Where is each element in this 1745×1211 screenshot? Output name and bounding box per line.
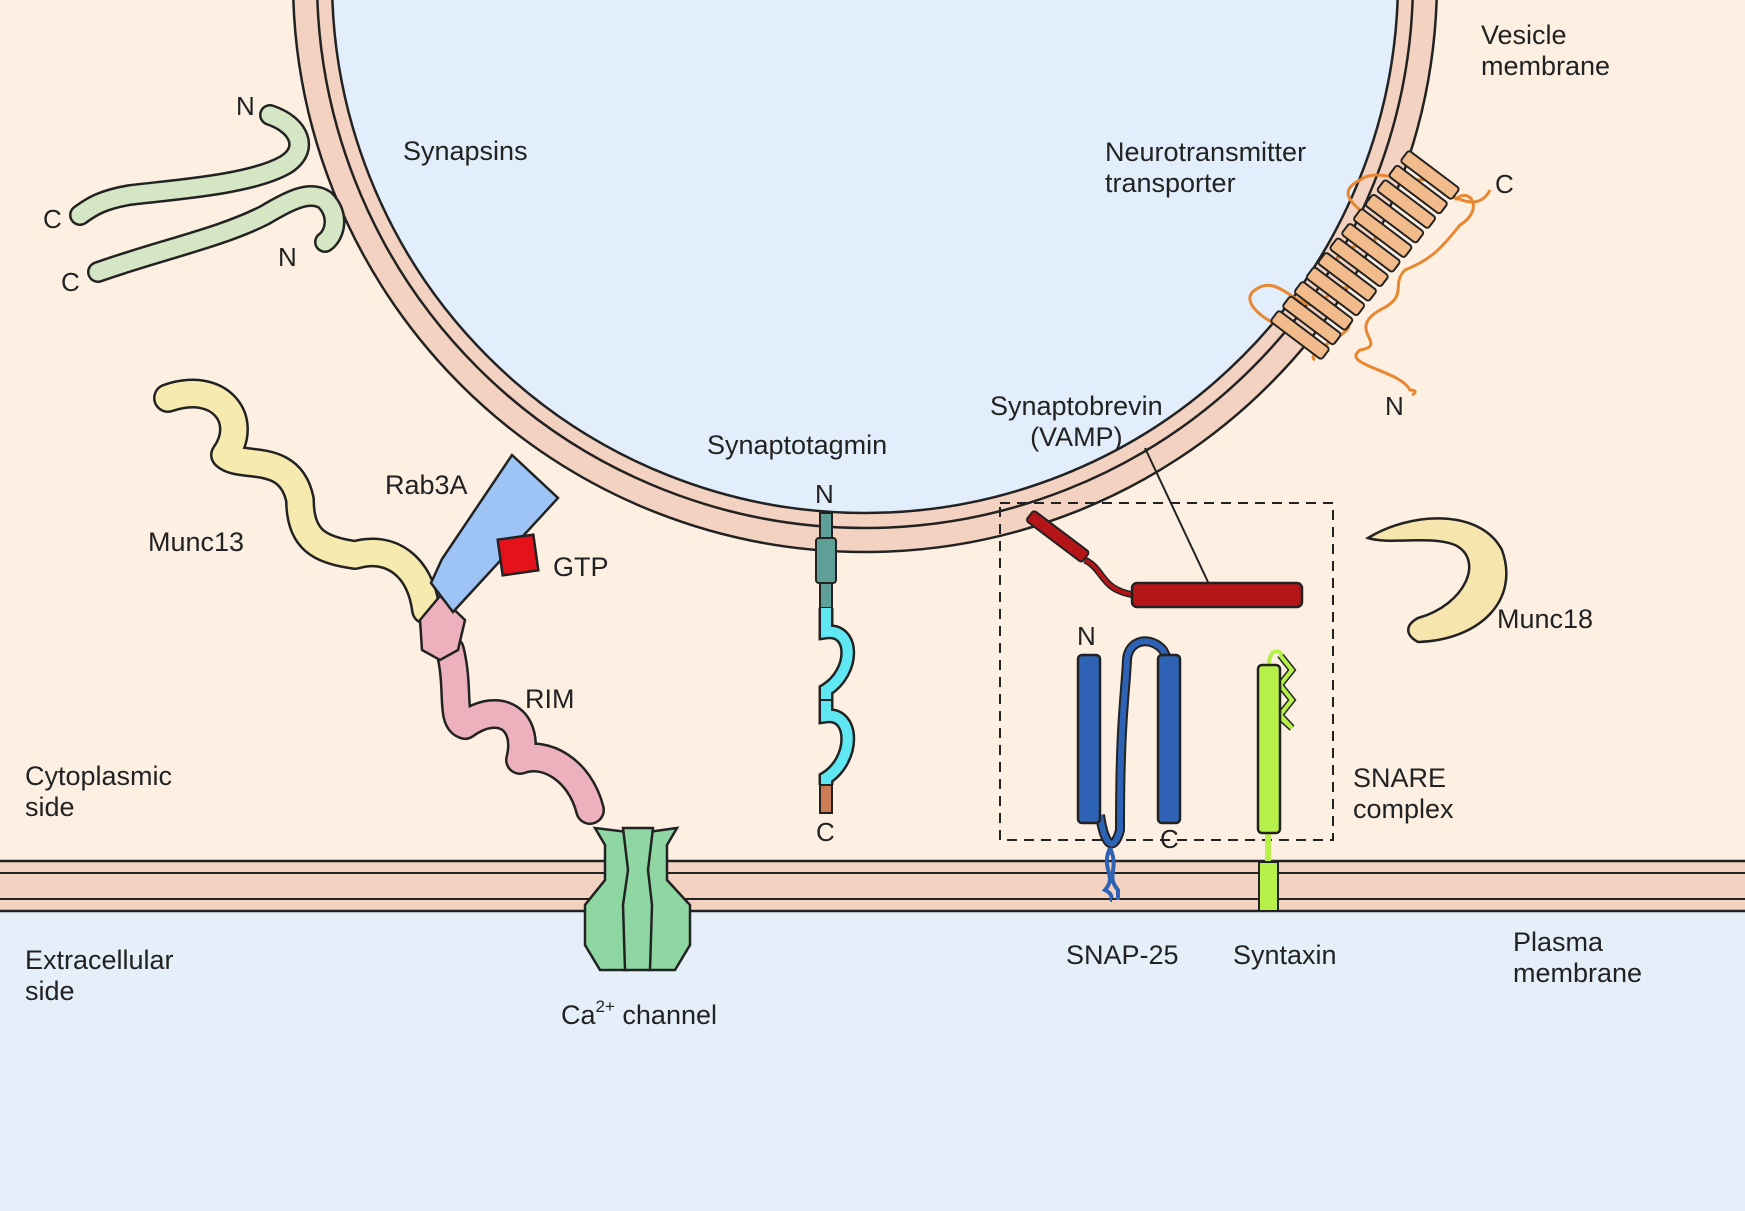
label-plasma-line2: membrane xyxy=(1513,958,1643,988)
terminus-synapsin-c2: C xyxy=(61,267,80,297)
terminus-transporter-c: C xyxy=(1495,169,1514,199)
transporter-helix xyxy=(1388,164,1448,215)
transporter-helix xyxy=(1376,179,1436,229)
label-munc13: Munc13 xyxy=(148,527,245,557)
transporter-helices xyxy=(1270,150,1460,360)
vesicle-lumen xyxy=(331,0,1399,515)
munc13-protein xyxy=(153,378,441,625)
label-snare-line2: complex xyxy=(1353,794,1454,824)
terminus-snap25-n: N xyxy=(1077,621,1096,651)
terminus-synapsin-n1: N xyxy=(236,91,255,121)
terminus-synaptotagmin-c: C xyxy=(816,817,835,847)
transporter-helix xyxy=(1341,223,1401,273)
transporter-helix xyxy=(1270,310,1330,360)
transporter-helix xyxy=(1282,295,1342,346)
label-vesicle-membrane-line2: membrane xyxy=(1481,51,1611,81)
label-calcium-channel: Ca2+ channel xyxy=(561,997,717,1031)
label-snare-line1: SNARE xyxy=(1353,763,1447,793)
transporter-helix xyxy=(1364,193,1425,244)
label-ca-superscript: 2+ xyxy=(595,997,615,1016)
label-cytoplasmic-line2: side xyxy=(25,792,75,822)
label-extracellular-line1: Extracellular xyxy=(25,945,174,975)
label-synapsins: Synapsins xyxy=(403,136,528,166)
neurotransmitter-transporter xyxy=(1248,150,1492,397)
synaptobrevin-protein xyxy=(1026,510,1304,609)
transporter-helix xyxy=(1305,266,1366,317)
munc18-protein xyxy=(1365,517,1508,644)
transporter-helix xyxy=(1317,252,1377,302)
label-plasma-line1: Plasma xyxy=(1513,927,1604,957)
terminus-synaptotagmin-n: N xyxy=(815,479,834,509)
terminus-synapsin-c1: C xyxy=(43,204,62,234)
calcium-channel xyxy=(583,826,692,972)
label-munc18: Munc18 xyxy=(1497,604,1594,634)
label-rab3a: Rab3A xyxy=(385,470,468,500)
synaptic-vesicle xyxy=(292,0,1438,554)
label-ca-rest: channel xyxy=(614,1000,717,1030)
label-ca-base: Ca xyxy=(561,1000,596,1030)
label-transporter-line1: Neurotransmitter xyxy=(1105,137,1307,167)
transporter-helix xyxy=(1353,208,1413,258)
terminus-synapsin-n2: N xyxy=(278,242,297,272)
label-synaptobrevin-line2: (VAMP) xyxy=(1030,422,1123,452)
label-synaptobrevin: Synaptobrevin(VAMP) xyxy=(990,391,1163,453)
label-synaptobrevin-line1: Synaptobrevin xyxy=(990,391,1163,421)
snap25-protein xyxy=(1076,636,1182,902)
snare-complex-box xyxy=(999,502,1334,841)
transporter-helix xyxy=(1294,281,1354,331)
label-rim: RIM xyxy=(525,684,575,714)
label-synaptotagmin: Synaptotagmin xyxy=(707,430,888,460)
syntaxin-protein xyxy=(1256,649,1297,912)
label-gtp: GTP xyxy=(553,552,609,582)
label-syntaxin: Syntaxin xyxy=(1233,940,1337,970)
label-extracellular-line2: side xyxy=(25,976,75,1006)
label-cytoplasmic-line1: Cytoplasmic xyxy=(25,761,173,791)
plasma-membrane xyxy=(0,859,1745,913)
transporter-helix xyxy=(1400,150,1460,200)
synaptotagmin-protein xyxy=(815,512,856,814)
transporter-helix xyxy=(1329,237,1389,287)
synapsins-proteins xyxy=(69,104,346,283)
label-snap25: SNAP-25 xyxy=(1066,940,1179,970)
terminus-transporter-n: N xyxy=(1385,391,1404,421)
rab3a-protein xyxy=(429,453,560,614)
terminus-snap25-c: C xyxy=(1160,824,1179,854)
gtp-square xyxy=(496,533,540,577)
label-transporter-line2: transporter xyxy=(1105,168,1236,198)
label-vesicle-membrane-line1: Vesicle xyxy=(1481,20,1567,50)
synaptobrevin-leader-line xyxy=(1144,447,1209,583)
